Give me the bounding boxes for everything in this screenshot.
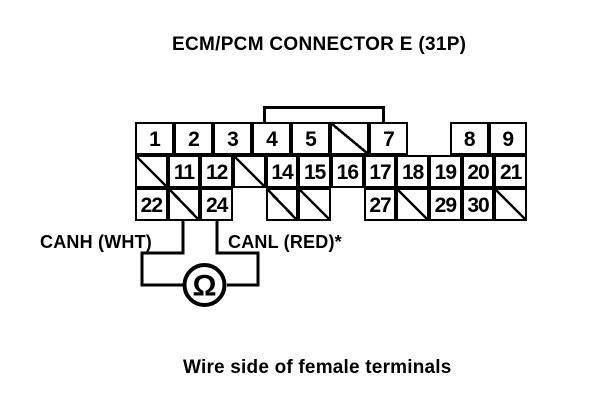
diagram-title: ECM/PCM CONNECTOR E (31P) bbox=[172, 34, 467, 55]
terminal-cell-1: 1 bbox=[135, 122, 174, 155]
connector-key-tab bbox=[263, 106, 385, 125]
terminal-cell-3: 3 bbox=[213, 122, 252, 155]
canl-wire bbox=[215, 219, 260, 287]
terminal-cell-4: 4 bbox=[252, 122, 291, 155]
terminal-gap bbox=[331, 188, 364, 221]
terminal-cell-24: 24 bbox=[200, 188, 233, 221]
terminal-cell-empty bbox=[494, 188, 527, 221]
terminal-cell-18: 18 bbox=[396, 155, 429, 188]
terminal-cell-empty bbox=[135, 155, 168, 188]
terminal-cell-empty bbox=[298, 188, 331, 221]
terminal-cell-14: 14 bbox=[265, 155, 299, 188]
terminal-cell-2: 2 bbox=[174, 122, 213, 155]
terminal-cell-12: 12 bbox=[200, 155, 233, 188]
terminal-cell-11: 11 bbox=[167, 155, 201, 188]
caption-wire-side: Wire side of female terminals bbox=[183, 357, 452, 378]
terminal-cell-17: 17 bbox=[363, 155, 397, 188]
canl-label: CANL (RED)* bbox=[228, 232, 342, 252]
terminal-cell-16: 16 bbox=[331, 155, 364, 188]
ohm-symbol-icon: Ω bbox=[192, 270, 216, 303]
terminal-cell-29: 29 bbox=[429, 188, 462, 221]
ohmmeter-circuit: Ω bbox=[140, 219, 260, 307]
terminal-cell-22: 22 bbox=[135, 188, 168, 221]
terminal-cell-empty bbox=[330, 122, 369, 155]
terminal-gap bbox=[233, 188, 266, 221]
terminal-cell-20: 20 bbox=[461, 155, 495, 188]
terminal-cell-5: 5 bbox=[291, 122, 330, 155]
terminal-cell-9: 9 bbox=[488, 122, 527, 155]
terminal-cell-27: 27 bbox=[363, 188, 397, 221]
canh-label: CANH (WHT) bbox=[40, 232, 152, 252]
terminal-cell-21: 21 bbox=[494, 155, 527, 188]
terminal-cell-15: 15 bbox=[298, 155, 331, 188]
terminal-cell-19: 19 bbox=[429, 155, 462, 188]
terminal-cell-empty bbox=[233, 155, 266, 188]
canh-wire bbox=[140, 219, 185, 287]
terminal-cell-30: 30 bbox=[461, 188, 495, 221]
terminal-cell-empty bbox=[265, 188, 299, 221]
terminal-cell-8: 8 bbox=[450, 122, 489, 155]
terminal-cell-7: 7 bbox=[369, 122, 408, 155]
terminal-cell-empty bbox=[167, 188, 201, 221]
ohmmeter-circle bbox=[182, 263, 227, 307]
terminal-cell-empty bbox=[396, 188, 429, 221]
